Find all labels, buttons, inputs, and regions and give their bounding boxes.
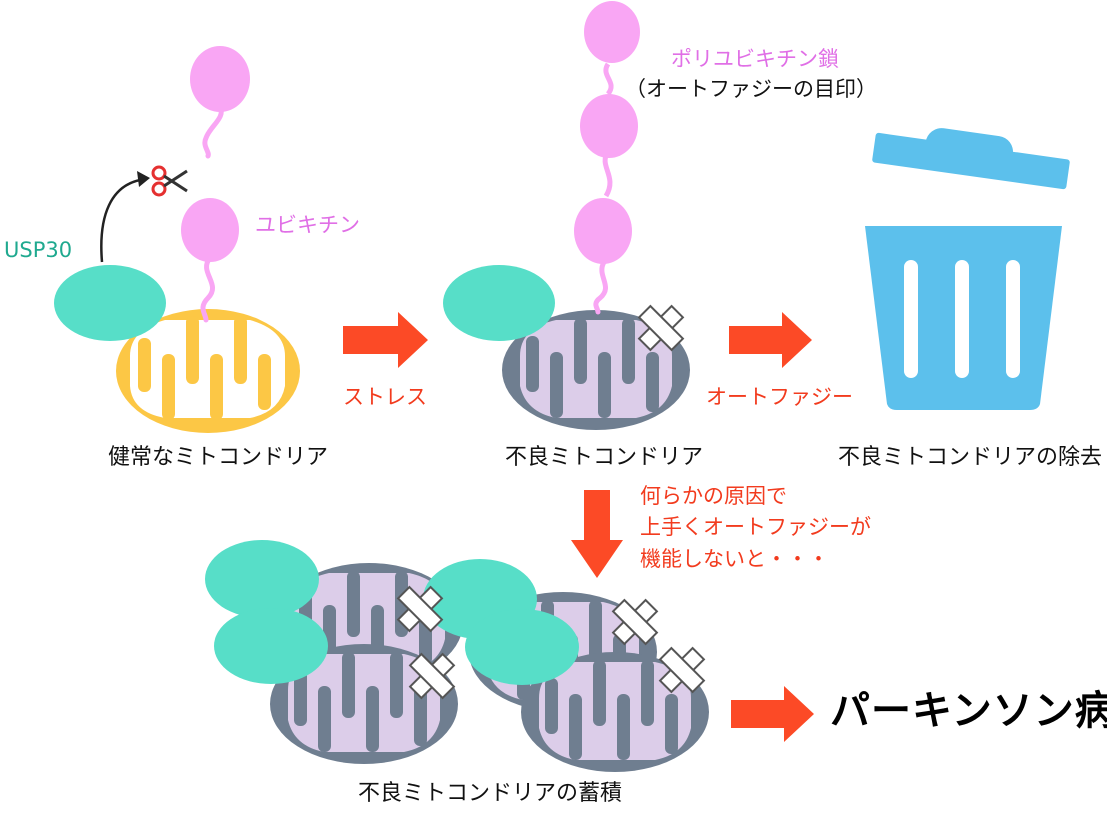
cause-line-3: 機能しないと・・・	[640, 547, 829, 571]
down-arrow	[571, 490, 623, 578]
cause-line-1: 何らかの原因で	[640, 484, 787, 508]
autophagy-mark-label: （オートファジーの目印）	[625, 77, 877, 101]
accumulation-label: 不良ミトコンドリアの蓄積	[358, 781, 623, 806]
autophagy-arrow	[729, 312, 812, 368]
ubiquitin	[181, 198, 239, 323]
stress-label: ストレス	[343, 385, 427, 409]
disease-arrow	[731, 686, 814, 742]
usp30-protein	[54, 265, 166, 341]
removal-label: 不良ミトコンドリアの除去	[838, 445, 1103, 470]
cleaved-ubiquitin	[190, 46, 250, 159]
scissors-icon	[151, 165, 188, 197]
usp30-protein-2	[443, 265, 555, 341]
disease-label: パーキンソン病	[830, 688, 1107, 734]
trash-can-icon	[865, 128, 1070, 410]
usp30-label: USP30	[4, 238, 73, 262]
ubiquitin-label: ユビキチン	[255, 213, 360, 237]
damaged-mito-label: 不良ミトコンドリア	[505, 445, 704, 470]
stress-arrow	[343, 312, 428, 368]
healthy-mito-label: 健常なミトコンドリア	[108, 445, 329, 470]
accumulated-mitochondria	[205, 540, 709, 772]
cause-line-2: 上手くオートファジーが	[640, 515, 871, 539]
healthy-mitochondrion	[116, 309, 300, 433]
polyubiquitin-chain	[574, 1, 640, 315]
usp30-action-arrow	[100, 178, 141, 263]
polyubiquitin-label: ポリユビキチン鎖	[671, 47, 839, 71]
autophagy-label: オートファジー	[706, 385, 853, 409]
